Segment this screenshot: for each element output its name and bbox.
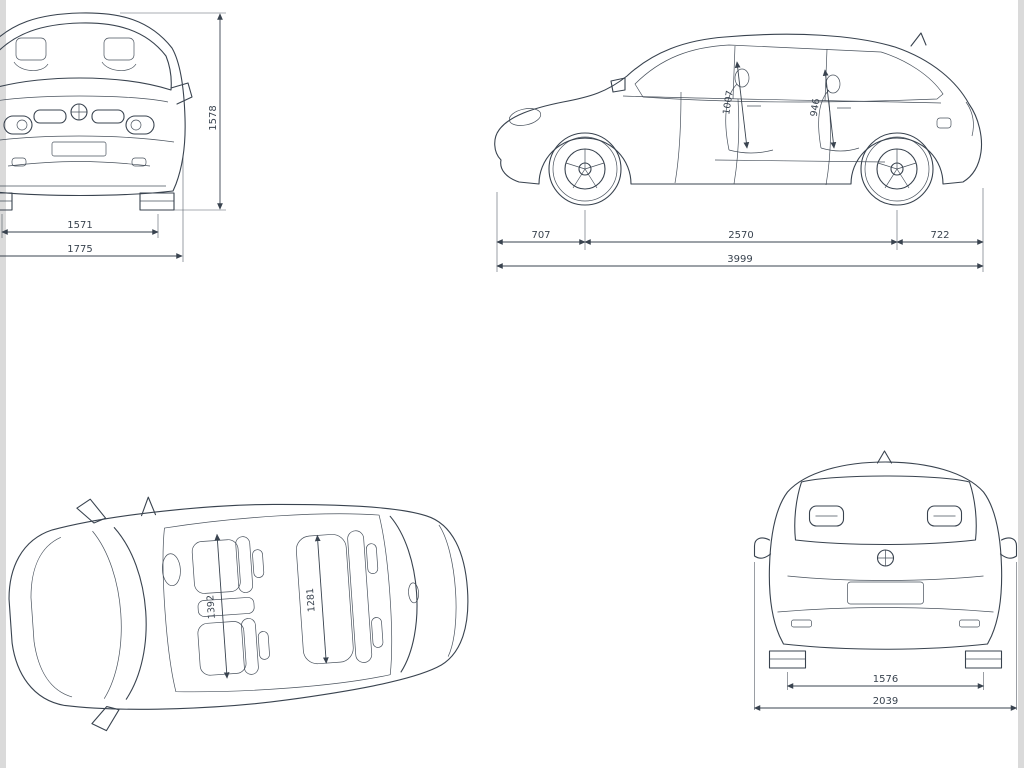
rear-wheel-left: [768, 650, 807, 669]
rear-license-plate-area: [847, 581, 924, 605]
kidney-grille-right: [91, 109, 125, 124]
license-plate-area: [51, 141, 107, 157]
side-mirror: [610, 77, 626, 93]
side-view-drawing: 1007 946 707 2570 722 3999: [494, 32, 984, 272]
top-view-panel: 1392 1281: [0, 455, 485, 750]
rear-track-dim-label: 1576: [873, 674, 898, 685]
front-overhang-dim-label: 707: [531, 230, 550, 241]
headlight-right: [125, 115, 155, 135]
image-border-right: [1018, 0, 1024, 768]
front-interior-width-dim-label: 1392: [205, 595, 218, 620]
image-border-left: [0, 0, 6, 768]
rear-headroom-dim-label: 946: [809, 98, 823, 118]
rear-view-drawing: 1576 2039: [753, 450, 1018, 711]
front-width-dim-label: 1775: [67, 244, 92, 255]
rear-dimensions: 1576 2039: [753, 562, 1018, 711]
side-car-outline: [494, 32, 983, 206]
front-height-dim-label: 1578: [208, 105, 219, 130]
taillight-left: [808, 505, 845, 527]
rear-car-outline: [753, 450, 1018, 669]
headlight: [508, 108, 542, 126]
front-view-drawing: 1571 1775 1578: [0, 12, 226, 262]
front-seats-top: [161, 536, 270, 676]
front-track-dim-label: 1571: [67, 220, 92, 231]
rear-mirror-right: [999, 537, 1018, 559]
front-wheel: [548, 132, 622, 206]
rear-mirror-left: [753, 537, 772, 559]
taillight-right: [926, 505, 963, 527]
front-wheel-left: [0, 192, 13, 211]
headlight-left: [3, 115, 33, 135]
rear-wheel: [860, 132, 934, 206]
side-view-panel: 1007 946 707 2570 722 3999: [485, 0, 1010, 280]
roof-antenna: [910, 32, 927, 47]
rear-wheel-right: [964, 650, 1003, 669]
top-view-drawing: 1392 1281: [8, 496, 469, 732]
front-antenna: [140, 496, 157, 517]
front-view-panel: 1571 1775 1578: [0, 0, 240, 268]
steering-wheel: [161, 553, 181, 587]
top-mirror-left: [76, 498, 107, 524]
interior-seats: [714, 68, 886, 163]
front-headroom-dim-label: 1007: [721, 90, 736, 116]
top-dimensions: 1392 1281: [205, 533, 329, 679]
bmw-roundel-icon: [70, 103, 88, 121]
rear-overhang-dim-label: 722: [930, 230, 949, 241]
rear-width-mirrors-dim-label: 2039: [873, 696, 898, 707]
right-mirror: [170, 82, 193, 105]
rear-view-panel: 1576 2039: [752, 448, 1020, 733]
front-car-outline: [0, 12, 193, 211]
kidney-grille-left: [33, 109, 67, 124]
front-left-headrest: [15, 37, 47, 61]
front-right-headrest: [103, 37, 135, 61]
rear-interior-width-dim-label: 1281: [305, 588, 318, 613]
front-wheel-right: [139, 192, 175, 211]
overall-length-dim-label: 3999: [727, 254, 752, 265]
side-dimensions: 1007 946 707 2570 722 3999: [496, 61, 984, 272]
rear-wiper-base: [408, 582, 419, 604]
rear-bmw-roundel-icon: [876, 549, 895, 567]
top-mirror-right: [91, 705, 120, 732]
taillight: [965, 101, 974, 137]
rear-roof-antenna: [876, 450, 893, 464]
charge-port: [936, 117, 952, 129]
front-dimensions: 1571 1775 1578: [0, 12, 226, 262]
top-car-outline: 1392 1281: [8, 496, 469, 732]
wheelbase-dim-label: 2570: [728, 230, 753, 241]
